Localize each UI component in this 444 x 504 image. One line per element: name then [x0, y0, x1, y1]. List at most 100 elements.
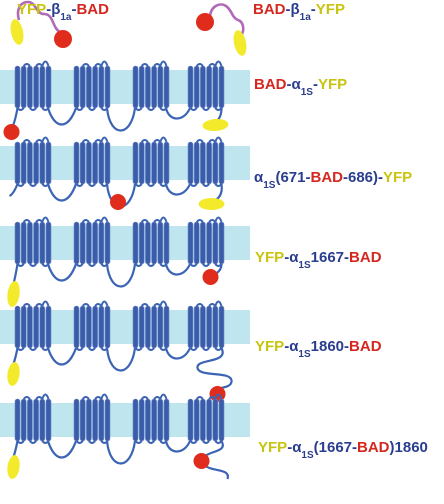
label-part: YFP	[17, 1, 46, 18]
transmembrane-helix	[27, 141, 33, 185]
label-part: -	[46, 1, 51, 18]
transmembrane-helix	[14, 141, 21, 185]
helix-connector	[81, 303, 90, 307]
transmembrane-helix	[132, 398, 139, 442]
transmembrane-helix	[86, 65, 92, 109]
transmembrane-helix	[145, 65, 151, 109]
transmembrane-helix	[187, 65, 194, 109]
helix-connector	[202, 263, 210, 267]
helix-connector	[88, 440, 96, 444]
label-part: α	[289, 338, 299, 355]
beta-construct-right	[196, 3, 247, 56]
transmembrane-helix	[163, 65, 170, 109]
helix-connector	[208, 139, 217, 143]
label-part: α	[292, 439, 302, 456]
transmembrane-helix	[104, 221, 111, 265]
helix-connector	[22, 63, 31, 67]
helix-connector	[208, 396, 217, 400]
helix-connector	[153, 219, 162, 223]
helix-connector	[159, 263, 168, 267]
transmembrane-helix	[20, 141, 27, 185]
label-part: -	[284, 338, 289, 355]
helix-connector	[202, 107, 210, 111]
transmembrane-helix	[187, 398, 194, 442]
label-part: 1S	[301, 450, 314, 461]
transmembrane-helix	[138, 141, 145, 185]
transmembrane-helix	[212, 65, 219, 109]
helix-connector	[147, 440, 155, 444]
intracellular-loop	[105, 347, 137, 372]
helix-connector	[202, 347, 210, 351]
label-part: 1S	[298, 349, 311, 360]
pore-loop	[41, 216, 50, 223]
transmembrane-helix	[45, 65, 52, 109]
label-part: BAD	[349, 338, 382, 355]
helix-connector	[100, 263, 109, 267]
transmembrane-helix	[27, 221, 33, 265]
helix-connector	[147, 183, 155, 187]
label-part: β	[291, 1, 300, 18]
helix-connector	[100, 347, 109, 351]
pore-loop	[100, 136, 109, 143]
n-terminus	[12, 263, 19, 285]
transmembrane-helix	[79, 65, 86, 109]
helix-connector	[81, 219, 90, 223]
transmembrane-helix	[218, 398, 225, 442]
helix-connector	[159, 107, 168, 111]
alpha-construct-2	[0, 136, 250, 210]
label-part: β	[51, 1, 60, 18]
label-part: -	[284, 249, 289, 266]
transmembrane-helix	[79, 398, 86, 442]
label-part: -	[286, 1, 291, 18]
transmembrane-helix	[200, 305, 206, 349]
helix-connector	[153, 303, 162, 307]
pore-loop	[159, 300, 168, 307]
n-terminus	[12, 440, 19, 458]
helix-connector	[88, 347, 96, 351]
transmembrane-helix	[45, 141, 52, 185]
transmembrane-helix	[27, 398, 33, 442]
label-yfp-alpha1s-1667-bad-1860: YFP-α1S(1667-BAD)1860	[258, 439, 428, 461]
transmembrane-helix	[39, 305, 46, 349]
transmembrane-helix	[157, 65, 164, 109]
label-yfp-alpha1s-1860-bad: YFP-α1S1860-BAD	[255, 338, 382, 360]
helix-connector	[159, 347, 168, 351]
helix-connector	[22, 396, 31, 400]
transmembrane-helix	[193, 221, 200, 265]
helix-connector	[41, 347, 50, 351]
helix-connector	[159, 183, 168, 187]
bad-tag	[196, 13, 214, 31]
beta-linker	[16, 0, 61, 34]
pore-loop	[100, 300, 109, 307]
helix-connector	[189, 347, 198, 351]
transmembrane-helix	[163, 141, 170, 185]
helix-connector	[159, 440, 168, 444]
transmembrane-helix	[138, 65, 145, 109]
helix-connector	[41, 107, 50, 111]
helix-connector	[202, 183, 210, 187]
label-part: 1S	[263, 180, 276, 191]
transmembrane-helix	[45, 221, 52, 265]
transmembrane-helix	[212, 305, 219, 349]
transmembrane-helix	[157, 398, 164, 442]
bad-tag	[110, 194, 126, 210]
transmembrane-helix	[200, 221, 206, 265]
intracellular-loop	[105, 107, 137, 132]
transmembrane-helix	[86, 221, 92, 265]
transmembrane-helix	[206, 65, 212, 109]
helix-connector	[29, 440, 37, 444]
label-part: (671-	[275, 169, 310, 186]
transmembrane-helix	[39, 141, 46, 185]
label-part: 1860-	[311, 338, 349, 355]
helix-connector	[195, 303, 204, 307]
transmembrane-helix	[157, 221, 164, 265]
intracellular-loop	[46, 347, 78, 366]
label-part: BAD	[76, 1, 109, 18]
intracellular-loop	[164, 347, 192, 360]
transmembrane-helix	[193, 65, 200, 109]
intracellular-loop	[164, 183, 192, 196]
label-part: -	[313, 76, 318, 93]
transmembrane-helix	[151, 398, 157, 442]
transmembrane-helix	[98, 65, 105, 109]
